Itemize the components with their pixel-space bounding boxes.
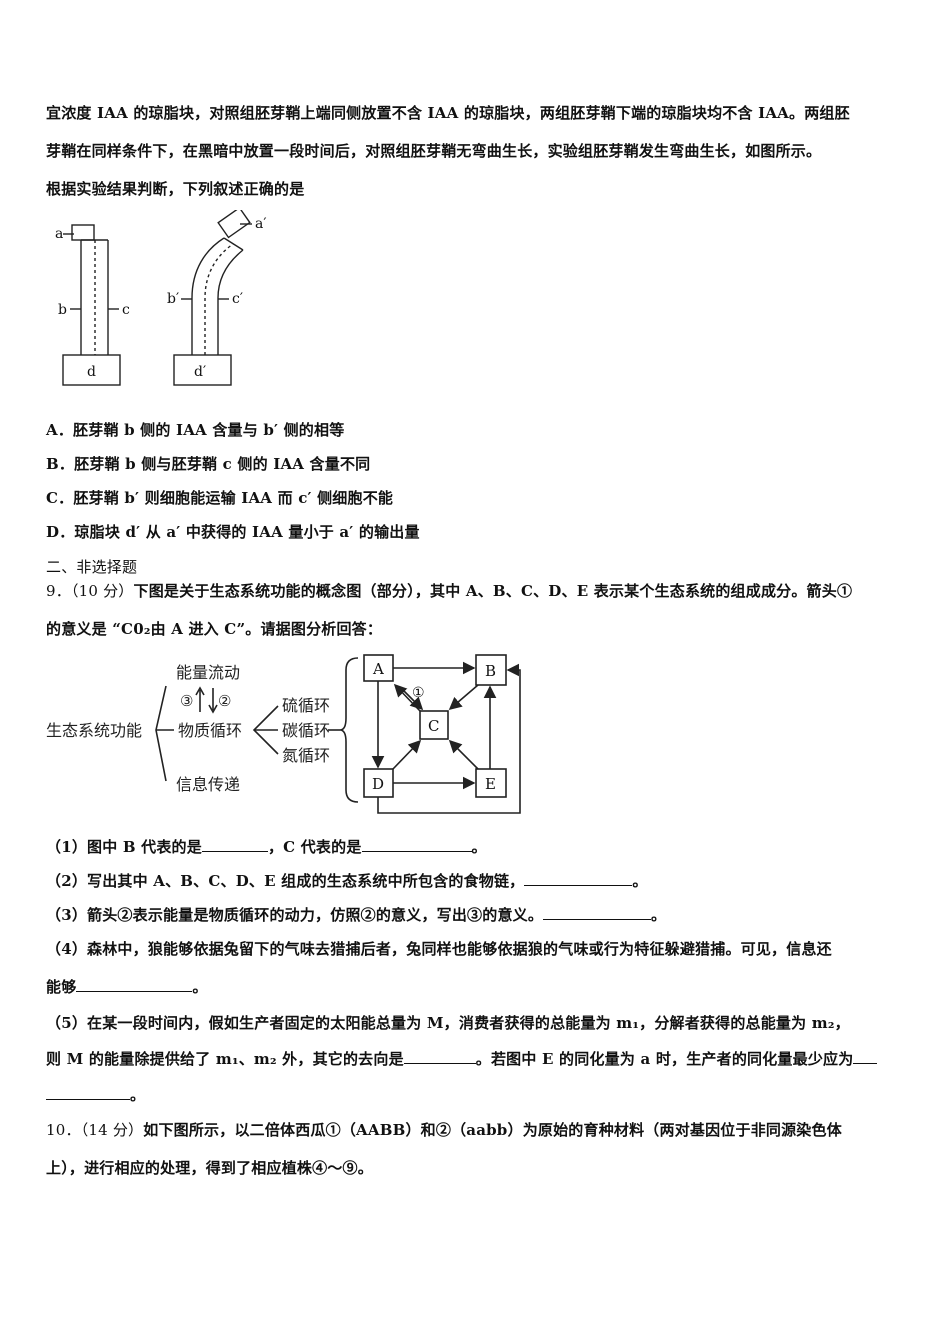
q9-stem-line-1: 9．（10 分）下图是关于生态系统功能的概念图（部分），其中 A、B、C、D、E… bbox=[46, 582, 853, 600]
answer-blank[interactable] bbox=[524, 870, 633, 886]
q9-sub-4-line-1: （4）森林中，狼能够依据兔留下的气味去猎捕后者，兔同样也能够依据狼的气味或行为特… bbox=[46, 940, 832, 958]
q8-option-a: A．胚芽鞘 b 侧的 IAA 含量与 b′ 侧的相等 bbox=[46, 421, 345, 439]
label-d-prime: d′ bbox=[194, 364, 206, 380]
q8-stem-line-1: 宜浓度 IAA 的琼脂块，对照组胚芽鞘上端同侧放置不含 IAA 的琼脂块，两组胚… bbox=[46, 104, 850, 122]
ecosystem-concept-map: 生态系统功能 能量流动 物质循环 信息传递 ③ ② 硫循环 碳循环 氮循环 bbox=[46, 657, 359, 803]
q8-option-c: C．胚芽鞘 b′ 则细胞能运输 IAA 而 c′ 侧细胞不能 bbox=[46, 489, 394, 507]
q8-stem-line-3: 根据实验结果判断，下列叙述正确的是 bbox=[46, 180, 305, 198]
node-d: D bbox=[372, 775, 384, 793]
section-title: 二、非选择题 bbox=[46, 558, 138, 576]
label-a: a bbox=[55, 226, 63, 242]
label-b: b bbox=[58, 302, 67, 318]
node-e: E bbox=[485, 775, 496, 793]
q10-stem-line-2: 上），进行相应的处理，得到了相应植株④～⑨。 bbox=[46, 1159, 373, 1177]
ecosystem-flow-diagram: A B C D E ① bbox=[363, 654, 521, 814]
answer-blank[interactable] bbox=[543, 904, 652, 920]
node-b: B bbox=[485, 662, 496, 680]
answer-blank[interactable] bbox=[853, 1048, 878, 1064]
cycle-carbon: 碳循环 bbox=[282, 721, 330, 740]
answer-blank[interactable] bbox=[76, 976, 193, 992]
answer-blank[interactable] bbox=[361, 836, 472, 852]
q9-sub-3: （3）箭头②表示能量是物质循环的动力，仿照②的意义，写出③的意义。。 bbox=[46, 904, 667, 924]
answer-blank[interactable] bbox=[201, 836, 268, 852]
cycle-nitrogen: 氮循环 bbox=[282, 746, 330, 765]
coleoptile-figure: a b c d a′ b′ c′ d′ bbox=[55, 210, 267, 386]
q9-stem-line-2: 的意义是 “C0₂由 A 进入 C”。请据图分析回答： bbox=[46, 620, 383, 638]
q8-option-b: B．胚芽鞘 b 侧与胚芽鞘 c 侧的 IAA 含量不同 bbox=[46, 455, 371, 473]
answer-blank[interactable] bbox=[403, 1048, 476, 1064]
label-c-prime: c′ bbox=[232, 291, 243, 307]
concept-root: 生态系统功能 bbox=[46, 721, 142, 740]
concept-info-transfer: 信息传递 bbox=[176, 775, 240, 794]
q10-stem-line-1: 10．（14 分）如下图所示，以二倍体西瓜①（AABB）和②（aabb）为原始的… bbox=[46, 1121, 842, 1139]
label-c: c bbox=[122, 302, 130, 318]
q9-sub-5-line-3: 。 bbox=[46, 1084, 145, 1105]
arrow-2-label: ② bbox=[218, 692, 231, 710]
arrow-3-label: ③ bbox=[180, 692, 193, 710]
q9-sub-5-line-1: （5）在某一段时间内，假如生产者固定的太阳能总量为 M，消费者获得的总能量为 m… bbox=[46, 1014, 850, 1032]
arrow-1-label: ① bbox=[412, 685, 425, 701]
cycle-sulfur: 硫循环 bbox=[282, 696, 330, 715]
answer-blank[interactable] bbox=[46, 1084, 130, 1100]
q8-stem-line-2: 芽鞘在同样条件下，在黑暗中放置一段时间后，对照组胚芽鞘无弯曲生长，实验组胚芽鞘发… bbox=[46, 142, 822, 160]
q9-sub-5-line-2: 则 M 的能量除提供给了 m₁、m₂ 外，其它的去向是。若图中 E 的同化量为 … bbox=[46, 1048, 878, 1069]
q8-option-d: D．琼脂块 d′ 从 a′ 中获得的 IAA 量小于 a′ 的输出量 bbox=[46, 523, 420, 541]
concept-energy-flow: 能量流动 bbox=[176, 663, 240, 682]
q9-sub-4-line-2: 能够。 bbox=[46, 976, 208, 996]
node-a: A bbox=[372, 660, 384, 678]
q9-sub-2: （2）写出其中 A、B、C、D、E 组成的生态系统中所包含的食物链，。 bbox=[46, 870, 648, 890]
concept-material-cycle: 物质循环 bbox=[178, 721, 242, 740]
label-d: d bbox=[87, 364, 96, 380]
label-b-prime: b′ bbox=[167, 291, 179, 307]
q9-sub-1: （1）图中 B 代表的是，C 代表的是。 bbox=[46, 836, 487, 856]
label-a-prime: a′ bbox=[255, 216, 267, 232]
node-c: C bbox=[428, 717, 439, 735]
